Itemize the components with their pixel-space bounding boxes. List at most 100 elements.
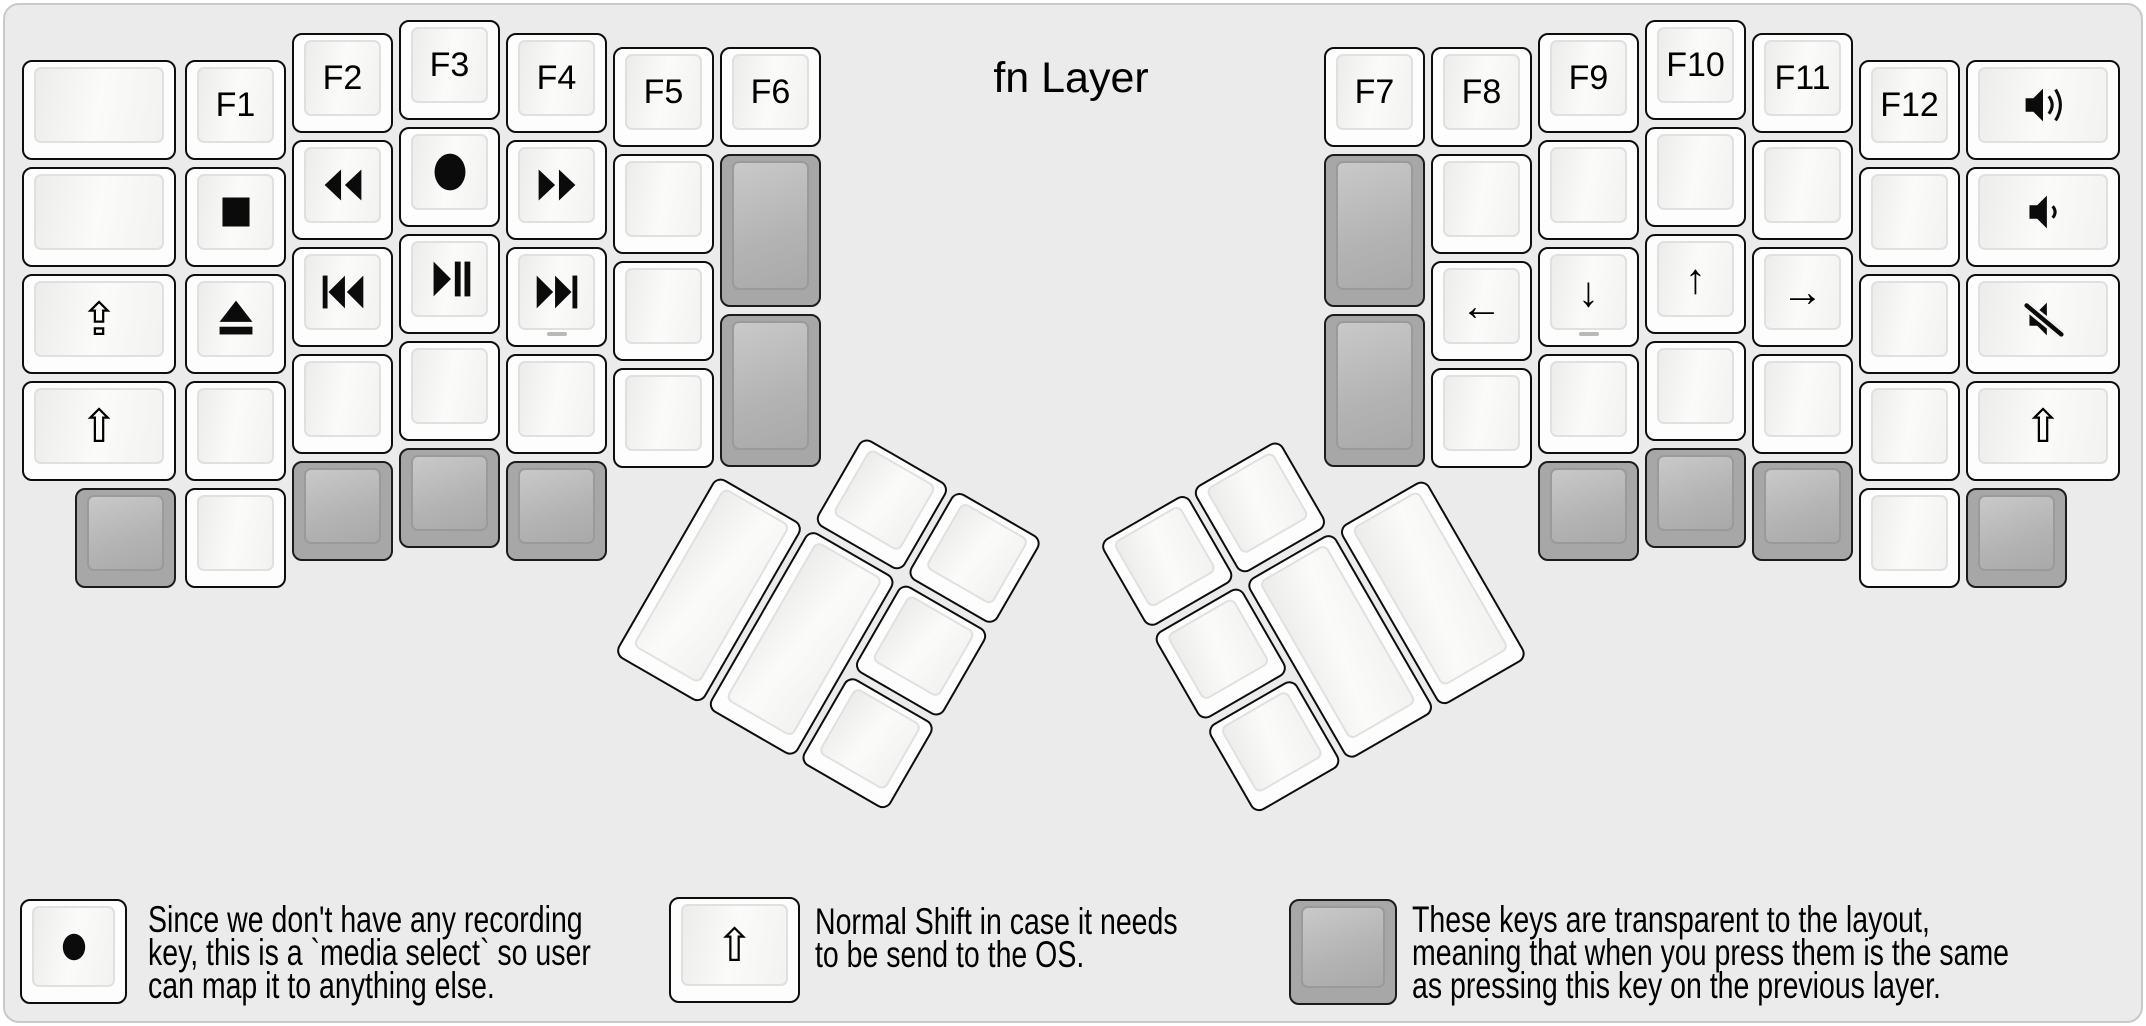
keycap-top [1550,468,1627,544]
key-f3: F3 [399,20,500,120]
keycap-top [411,348,488,424]
keycap-top [625,161,702,237]
keycap-top [1871,281,1948,357]
key-transparent [292,461,393,561]
key-transparent [720,154,821,307]
key-blank [185,488,286,588]
key-mute [1966,274,2120,374]
key-label: F8 [1461,72,1502,111]
keycap-top [625,268,702,344]
keycap-top: ← [1443,268,1520,344]
key-label: F11 [1774,58,1831,97]
key-blank [1859,274,1960,374]
keycap-top [1978,174,2108,250]
keycap-top [1871,495,1948,571]
key-transparent [1538,461,1639,561]
keycap-top [1218,689,1324,794]
keycap-top [1764,147,1841,223]
fast-forward-icon [538,169,575,201]
key-caps-lock: ⇪ [22,274,176,374]
keycap-top [34,174,164,250]
keycap-top [817,686,922,791]
key-label: ⇧ [715,919,754,971]
key-transparent [75,488,176,588]
legend-note-line: These keys are transparent to the layout… [1412,899,1930,940]
key-label: F1 [215,85,256,124]
keycap-top: F5 [625,54,702,130]
key-next-track [506,247,607,347]
keycap-top: F12 [1871,67,1948,143]
keycap-top [32,906,115,987]
keycap-top [1550,361,1627,437]
key-shift: ⇧ [1966,381,2120,481]
keycap-top [304,361,381,437]
key-label: F9 [1568,58,1609,97]
key-blank [292,354,393,454]
legend-note-3: These keys are transparent to the layout… [1412,899,2010,1006]
keycap-top [518,147,595,223]
keycap-top [304,254,381,330]
key-arrow-right: → [1752,247,1853,347]
legend-note-line: can map it to anything else. [148,965,495,1006]
key-blank [185,381,286,481]
key-blank [506,354,607,454]
keycap-top [304,147,381,223]
legend-key-transparent [1289,899,1397,1005]
key-play-pause [399,234,500,334]
key-blank [613,368,714,468]
key-label: ⇧ [79,400,119,452]
keycap-top [1657,348,1734,424]
key-blank [1431,154,1532,254]
mute-icon [2023,302,2065,338]
legend-note-line: meaning that when you press them is the … [1412,932,2010,973]
keycap-top: F6 [732,54,809,130]
keycap-top [1657,455,1734,531]
record-icon [434,153,465,191]
keycap-top [411,241,488,317]
key-arrow-down: ↓ [1538,247,1639,347]
key-f11: F11 [1752,33,1853,133]
key-blank [613,154,714,254]
keycap-top [518,468,595,544]
key-blank [1645,127,1746,227]
key-label: F5 [643,72,684,111]
key-arrow-up: ↑ [1645,234,1746,334]
keycap-top [411,134,488,210]
keycap-top [1978,281,2108,357]
key-label: ↑ [1685,255,1706,302]
keycap-top [732,161,809,290]
key-blank [1538,140,1639,240]
key-shift: ⇧ [22,381,176,481]
key-transparent [1752,461,1853,561]
key-blank [1859,381,1960,481]
keycap-top [1204,450,1310,555]
keycap-top: ⇧ [681,904,788,986]
keycap-top [1111,504,1217,609]
keycap-top: ⇧ [34,388,164,464]
keycap-top: F1 [197,67,274,143]
keycap-top [518,361,595,437]
rewind-icon [324,169,361,201]
play-pause-icon [433,261,470,297]
key-f7: F7 [1324,47,1425,147]
legend-note-line: Since we don't have any recording [148,899,583,940]
keycap-top [1443,375,1520,451]
key-volume-up [1966,60,2120,160]
keycap-top: F7 [1336,54,1413,130]
keycap-top [518,254,595,330]
legend-note-line: as pressing this key on the previous lay… [1412,965,1941,1006]
keycap-top: → [1764,254,1841,330]
keycap-top [197,388,274,464]
key-blank [1752,140,1853,240]
keycap-top [1336,161,1413,290]
key-label: → [1781,268,1824,315]
key-blank [1859,488,1960,588]
keycap-top [1165,596,1271,702]
keycap-top [1443,161,1520,237]
legend-key-record [20,899,127,1004]
keycap-top [1871,174,1948,250]
keycap-top: F9 [1550,40,1627,116]
key-prev-track [292,247,393,347]
